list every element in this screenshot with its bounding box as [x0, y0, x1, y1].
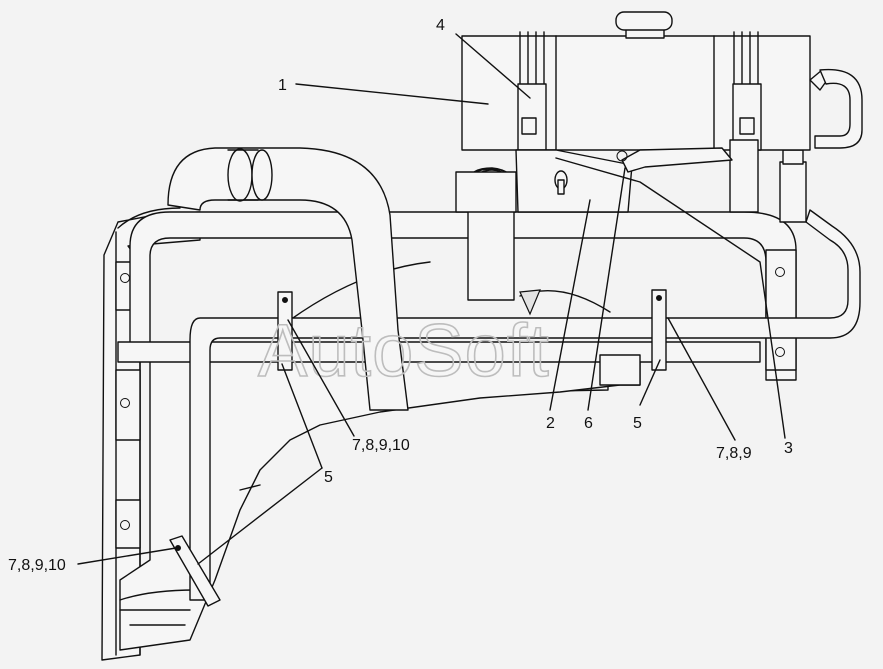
tank-straps: [517, 83, 762, 151]
label-fasteners-left: 7,8,9,10: [8, 557, 66, 574]
leader-5-left-a: [281, 363, 323, 469]
label-part-3: 3: [784, 440, 793, 457]
radiator-side-panel: [101, 211, 201, 661]
leader-1: [295, 83, 489, 105]
radiator-right-bracket: [765, 249, 797, 371]
leader-6: [587, 167, 626, 411]
pipe-clamps: [169, 289, 667, 607]
leader-5-left-b: [197, 467, 323, 565]
label-part-1: 1: [278, 77, 287, 94]
leader-lines: [77, 33, 786, 565]
leader-3: [555, 157, 786, 439]
label-part-5-left: 5: [324, 469, 333, 486]
expansion-tank: [461, 11, 863, 151]
label-fasteners-right: 7,8,9: [716, 445, 752, 462]
label-part-4: 4: [436, 17, 445, 34]
leader-5-right: [639, 359, 661, 406]
label-part-6: 6: [584, 415, 593, 432]
label-fasteners-center: 7,8,9,10: [352, 437, 410, 454]
right-vertical-hose: [779, 149, 807, 223]
leader-4: [455, 33, 531, 99]
leader-2: [549, 199, 591, 411]
tank-support-bracket: [455, 139, 759, 213]
leader-78910-center: [287, 319, 355, 437]
label-part-5-right: 5: [633, 415, 642, 432]
label-part-2: 2: [546, 415, 555, 432]
intake-pipe: [167, 147, 409, 411]
watermark-text: AutoSoft: [258, 309, 550, 392]
leader-789-right: [667, 317, 736, 441]
radiator-top-tank: [117, 207, 797, 381]
leader-78910-left: [77, 547, 177, 565]
callout-labels: 1 4 2 6 5 3 7,8,9 7,8,9,10 5 7,8,9,10: [8, 17, 793, 574]
